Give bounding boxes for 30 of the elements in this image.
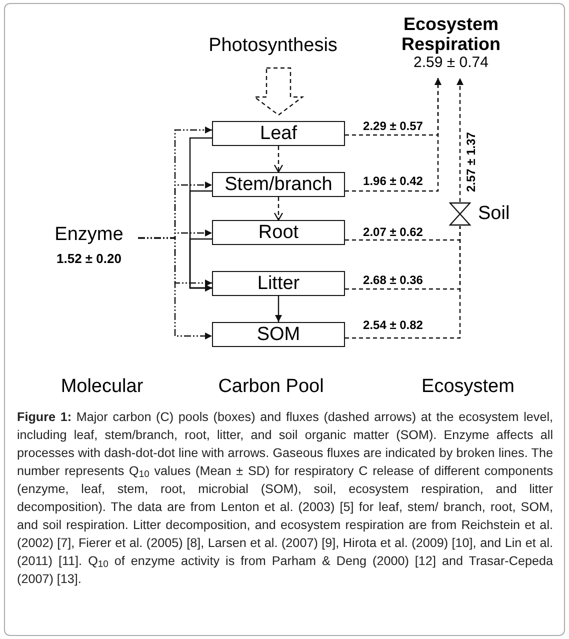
arrow bbox=[345, 78, 442, 192]
node-caption: Soil bbox=[478, 204, 510, 223]
q10-value: 2.59 ± 0.74 bbox=[414, 54, 488, 72]
q10-value: 1.52 ± 0.20 bbox=[56, 250, 122, 268]
node-title: Ecosystem Respiration bbox=[400, 14, 502, 54]
arrow bbox=[274, 197, 284, 221]
pool-box: Litter bbox=[212, 271, 345, 296]
edge-label: 2.07 ± 0.62 bbox=[362, 225, 424, 239]
edge-label: 2.57 ± 1.37 bbox=[464, 132, 478, 192]
figure-caption: Figure 1: Major carbon (C) pools (boxes) and fluxes (dashed arrows) at the ecosystem level, including leaf, stem/branch, root, litter, and soil organic matter (SOM). Enzyme affects all processes with dash-dot-dot line with arrows. Gaseous fluxes are indicated by broken lines. The number represents Q$_{10}$ values (Mean ± SD) for respiratory C release of different components (enzyme, leaf, stem, root, microbial (SOM), soil, ecosystem respiration, and litter decomposition). The data are from Lenton et al. (2003) [5] for leaf, stem/ branch, root, SOM, and soil respiration. Litter decomposition, and ecosystem respiration are from Reichstein et al. (2002) [7], Fierer et al. (2005) [8], Larsen et al. (2007) [9], Hirota et al. (2009) [10], and Lin et al. (2011) [11]. Q$_{10}$ of enzyme activity is from Parham & Deng (2000) [12] and Trasar-Cepeda (2007) [13]. bbox=[17, 409, 553, 588]
arrow bbox=[456, 78, 464, 202]
node-title: Enzyme bbox=[54, 225, 124, 245]
edge-label: 1.96 ± 0.42 bbox=[362, 174, 424, 188]
column-label: Molecular bbox=[60, 375, 144, 399]
arrow bbox=[189, 238, 212, 292]
block-arrow bbox=[252, 67, 304, 116]
pool-box: Stem/branch bbox=[212, 172, 345, 197]
edge-label: 2.29 ± 0.57 bbox=[362, 119, 424, 133]
column-label: Carbon Pool bbox=[217, 375, 325, 399]
arrow bbox=[274, 146, 284, 173]
edge-label: 2.68 ± 0.36 bbox=[362, 273, 424, 287]
edge-label: 2.54 ± 0.82 bbox=[362, 318, 424, 332]
valve-symbol bbox=[449, 202, 471, 226]
pool-box: Root bbox=[212, 220, 345, 245]
arrow bbox=[275, 296, 282, 322]
arrow bbox=[138, 237, 212, 340]
node-title: Photosynthesis bbox=[208, 36, 338, 56]
pool-box: Leaf bbox=[212, 121, 345, 146]
column-label: Ecosystem bbox=[420, 375, 516, 399]
pool-box: SOM bbox=[212, 322, 345, 347]
